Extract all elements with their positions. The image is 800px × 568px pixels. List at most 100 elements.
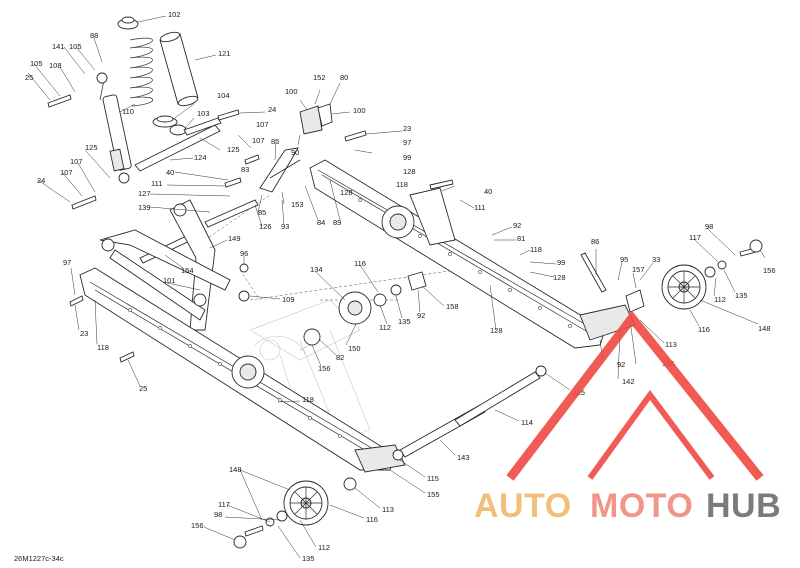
- callout-113: 113: [382, 505, 394, 514]
- rear-wheel-left: [233, 477, 357, 549]
- callout-40: 40: [484, 187, 492, 196]
- callout-156: 156: [763, 266, 776, 275]
- callout-33: 33: [652, 255, 660, 264]
- callout-88: 88: [90, 31, 98, 40]
- callout-85: 85: [258, 208, 266, 217]
- callout-125: 125: [85, 143, 98, 152]
- callout-115: 115: [427, 474, 439, 483]
- rail-wheels: [231, 205, 415, 389]
- watermark-word-hub: HUB: [706, 487, 781, 525]
- callout-118: 118: [97, 343, 109, 352]
- callout-85: 85: [271, 137, 279, 146]
- callout-98: 98: [705, 222, 713, 231]
- coil-spring: [117, 16, 153, 107]
- callout-125: 125: [227, 145, 240, 154]
- callout-95: 95: [620, 255, 628, 264]
- rear-arm-assembly: [99, 199, 231, 331]
- callout-86: 86: [591, 237, 599, 246]
- callout-155: 155: [427, 490, 440, 499]
- callout-99: 99: [403, 153, 411, 162]
- callout-112: 112: [318, 543, 330, 552]
- callout-107: 107: [252, 136, 265, 145]
- watermark-word-moto: MOTO: [590, 487, 693, 525]
- callout-157: 157: [632, 265, 645, 274]
- callout-108: 108: [49, 61, 62, 70]
- right-rail: [309, 159, 636, 349]
- callout-24: 24: [37, 176, 45, 185]
- callout-105: 105: [30, 59, 43, 68]
- callout-127: 127: [138, 189, 151, 198]
- callout-149: 149: [228, 234, 241, 243]
- callout-110: 110: [122, 107, 134, 116]
- callout-118: 118: [396, 180, 408, 189]
- callout-150: 150: [348, 344, 361, 353]
- callout-152: 152: [313, 73, 326, 82]
- callout-118: 118: [530, 245, 542, 254]
- callout-116: 116: [366, 515, 378, 524]
- spring-collars: [152, 115, 187, 136]
- callout-117: 117: [218, 500, 230, 509]
- callout-113: 113: [665, 340, 677, 349]
- callout-153: 153: [291, 200, 304, 209]
- callout-97: 97: [403, 138, 411, 147]
- callout-128: 128: [490, 326, 503, 335]
- callout-92: 92: [417, 311, 425, 320]
- callout-109: 109: [282, 295, 295, 304]
- callout-128: 128: [403, 167, 416, 176]
- callout-142: 142: [622, 377, 635, 386]
- callout-116: 116: [698, 325, 710, 334]
- callout-112: 112: [714, 295, 726, 304]
- watermark-logo: AUTO MOTO HUB: [474, 310, 781, 525]
- callout-99: 99: [557, 258, 565, 267]
- callout-112: 112: [379, 323, 391, 332]
- diagram-code: 26M1227c-34c: [14, 554, 64, 563]
- callout-92: 92: [513, 221, 521, 230]
- callout-80: 80: [340, 73, 348, 82]
- callout-83: 83: [241, 165, 249, 174]
- callout-23: 23: [403, 124, 411, 133]
- callout-134: 134: [310, 265, 323, 274]
- callout-117: 117: [689, 233, 701, 242]
- callout-25: 25: [139, 384, 147, 393]
- callout-111: 111: [151, 179, 162, 188]
- callout-118: 118: [302, 395, 314, 404]
- callout-81: 81: [517, 234, 525, 243]
- shock-absorber: [96, 72, 132, 184]
- callout-135: 135: [398, 317, 411, 326]
- callout-156: 156: [191, 521, 204, 530]
- callout-98: 98: [214, 510, 222, 519]
- callout-82: 82: [336, 353, 344, 362]
- triangle-inner: [587, 389, 715, 480]
- callout-107: 107: [256, 120, 269, 129]
- watermark-triangle: [506, 310, 764, 481]
- callout-154: 154: [181, 266, 194, 275]
- callout-104: 104: [217, 91, 230, 100]
- callout-124: 124: [194, 153, 207, 162]
- callout-23: 23: [80, 329, 88, 338]
- callout-135: 135: [735, 291, 748, 300]
- callout-90: 90: [291, 148, 299, 157]
- callout-92: 92: [617, 360, 625, 369]
- callout-148: 148: [758, 324, 771, 333]
- callout-148: 148: [229, 465, 242, 474]
- watermark-word-auto: AUTO: [474, 487, 572, 525]
- callout-24: 24: [268, 105, 276, 114]
- spacers: [238, 263, 547, 461]
- callout-101: 101: [163, 276, 176, 285]
- callout-128: 128: [553, 273, 566, 282]
- callout-116: 116: [354, 259, 366, 268]
- callout-121: 121: [218, 49, 231, 58]
- callout-103: 103: [197, 109, 210, 118]
- callout-84: 84: [317, 218, 325, 227]
- callout-96: 96: [240, 249, 248, 258]
- upper-bracket: [299, 103, 333, 135]
- callout-141: 141: [52, 42, 65, 51]
- callout-102: 102: [168, 10, 181, 19]
- callout-107: 107: [70, 157, 83, 166]
- front-arm: [259, 147, 301, 193]
- callout-126: 126: [259, 222, 272, 231]
- rear-wheel-right: [625, 239, 763, 313]
- callout-156: 156: [318, 364, 331, 373]
- callout-111: 111: [474, 203, 485, 212]
